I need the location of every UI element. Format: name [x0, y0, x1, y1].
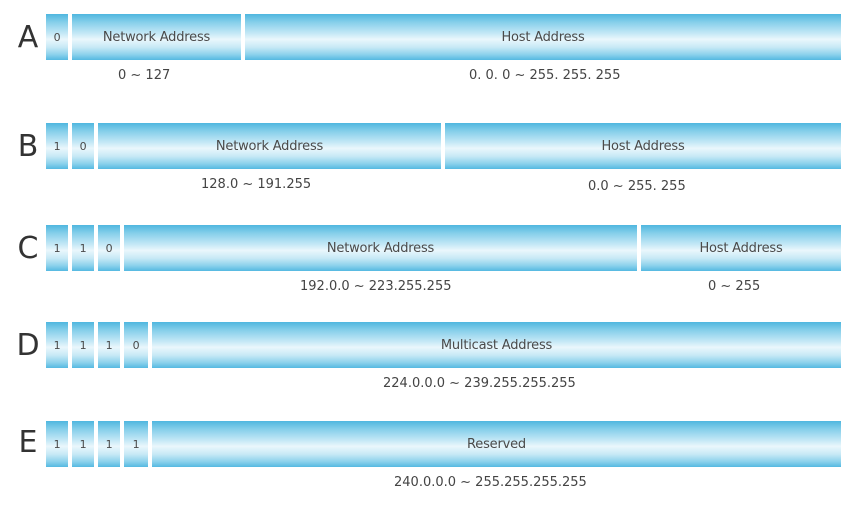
bit-cell: 1 [72, 421, 94, 467]
bit-cell: 1 [46, 322, 68, 368]
network-range: 192.0.0 ~ 223.255.255 [300, 279, 452, 294]
network-address-segment: Network Address [98, 123, 441, 169]
bit-cell: 1 [72, 322, 94, 368]
host-address-segment: Host Address [641, 225, 841, 271]
network-address-segment: Network Address [72, 14, 241, 60]
host-range: 0. 0. 0 ~ 255. 255. 255 [469, 68, 621, 83]
bit-cell: 1 [72, 225, 94, 271]
address-range: 224.0.0.0 ~ 239.255.255.255 [383, 376, 576, 391]
bit-cell: 0 [72, 123, 94, 169]
network-range: 128.0 ~ 191.255 [201, 177, 312, 192]
host-range: 0 ~ 255 [708, 279, 761, 294]
bit-cell: 0 [98, 225, 120, 271]
bit-cell: 1 [98, 322, 120, 368]
network-address-segment: Network Address [124, 225, 637, 271]
reserved-segment: Reserved [152, 421, 841, 467]
host-address-segment: Host Address [245, 14, 841, 60]
bit-cell: 1 [124, 421, 148, 467]
class-letter: B [17, 129, 39, 164]
bit-cell: 0 [124, 322, 148, 368]
class-letter: D [16, 328, 40, 363]
address-range: 240.0.0.0 ~ 255.255.255.255 [394, 475, 587, 490]
bit-cell: 0 [46, 14, 68, 60]
network-range: 0 ~ 127 [118, 68, 171, 83]
bit-cell: 1 [46, 225, 68, 271]
class-letter: A [17, 20, 39, 55]
class-letter: E [18, 425, 38, 460]
bit-cell: 1 [46, 421, 68, 467]
bit-cell: 1 [46, 123, 68, 169]
host-address-segment: Host Address [445, 123, 841, 169]
host-range: 0.0 ~ 255. 255 [588, 179, 686, 194]
class-letter: C [17, 231, 39, 266]
multicast-address-segment: Multicast Address [152, 322, 841, 368]
bit-cell: 1 [98, 421, 120, 467]
